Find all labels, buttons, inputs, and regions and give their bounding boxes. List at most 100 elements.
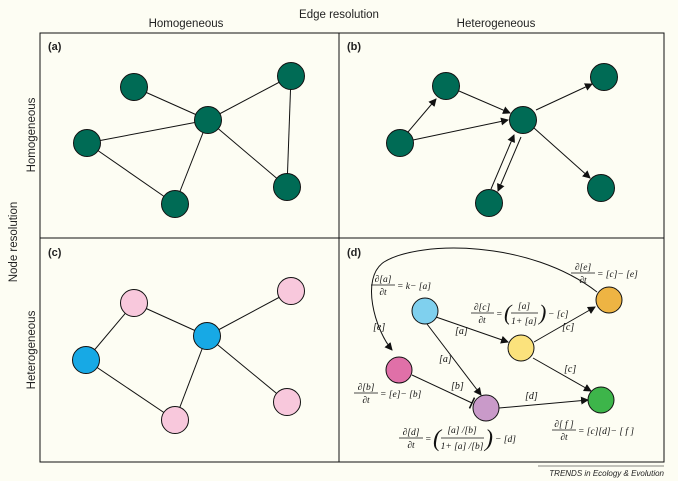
eq-b-numerator: ∂[b]	[358, 383, 375, 393]
eq-a-rhs: = k− [a]	[397, 282, 431, 292]
directed-edge	[535, 83, 593, 111]
node-c	[507, 334, 535, 362]
edge-label-e: [e]	[373, 322, 385, 333]
node	[587, 174, 615, 202]
edge-label-b: [b]	[451, 381, 464, 392]
eq-d-left-paren: (	[433, 426, 443, 452]
eq-d-inner-numerator: [a] /[b]	[447, 426, 477, 436]
edge	[174, 119, 209, 205]
eq-d-equals: =	[425, 435, 431, 445]
panel-label-a: (a)	[48, 41, 62, 53]
node-pink	[273, 388, 301, 416]
edge	[86, 142, 176, 205]
panel-label-b: (b)	[347, 41, 361, 53]
node-pink	[277, 277, 305, 305]
directed-edge-a-to-d	[426, 323, 482, 396]
directed-edge-d-to-f	[498, 396, 589, 409]
eq-c-rhs: − [c]	[548, 310, 569, 320]
panel-a-network	[86, 75, 292, 205]
eq-e-numerator: ∂[e]	[575, 263, 592, 273]
eq-d-right-paren: )	[483, 426, 493, 452]
eq-c-equals: =	[496, 310, 502, 320]
node	[73, 129, 101, 157]
eq-a-numerator: ∂[a]	[375, 275, 392, 285]
edge-label-c-e: [c]	[562, 322, 574, 333]
equation-a: ∂[a] ∂t = k− [a]	[371, 275, 431, 298]
eq-a-denominator: ∂t	[379, 288, 387, 298]
directed-edge	[412, 117, 509, 141]
edge	[286, 75, 292, 188]
edge	[207, 75, 292, 121]
directed-edge	[533, 127, 591, 179]
directed-edge	[407, 98, 437, 133]
node	[432, 72, 460, 100]
equation-e: ∂[e] ∂t = [c]− [e]	[571, 263, 638, 286]
node	[509, 106, 537, 134]
edge	[206, 335, 288, 403]
node	[475, 189, 503, 217]
directed-edge-e-to-b	[371, 247, 598, 351]
eq-c-numerator: ∂[c]	[474, 303, 491, 313]
node-blue	[193, 322, 221, 350]
equation-b: ∂[b] ∂t = [e]− [b]	[354, 383, 422, 406]
journal-credit: TRENDS in Ecology & Evolution	[549, 469, 664, 478]
edge-label-c-f: [c]	[564, 364, 576, 375]
edge-label-d: [d]	[525, 391, 538, 402]
eq-c-inner-denominator: 1+ [a]	[511, 317, 537, 327]
edge	[174, 335, 208, 421]
eq-e-rhs: = [c]− [e]	[597, 270, 638, 280]
edge	[206, 290, 292, 337]
edge	[86, 119, 209, 144]
panel-d-nodes	[385, 286, 623, 422]
panel-label-d: (d)	[347, 247, 361, 259]
node-b	[385, 356, 413, 384]
node-pink	[161, 406, 189, 434]
directed-edge	[490, 134, 515, 190]
node-e	[595, 286, 623, 314]
panel-b-nodes	[386, 63, 618, 217]
equation-d: ∂[d] ∂t = ( [a] /[b] 1+ [a] /[b] ) − [d]	[399, 426, 516, 452]
node-pink	[120, 289, 148, 317]
node	[194, 106, 222, 134]
panel-a-nodes	[73, 62, 305, 218]
panel-grid-frame	[39, 32, 665, 463]
eq-f-numerator: ∂[ f ]	[554, 419, 574, 430]
equation-c: ∂[c] ∂t = ( [a] 1+ [a] ) − [c]	[471, 300, 569, 327]
eq-d-inner-denominator: 1+ [a] /[b]	[441, 442, 484, 452]
eq-b-rhs: = [e]− [b]	[380, 390, 422, 400]
eq-f-denominator: ∂t	[560, 433, 568, 443]
equation-f: ∂[ f ] ∂t = [c][d]− [ f ]	[552, 419, 634, 443]
row-header-homogeneous: Homogeneous	[26, 97, 38, 172]
node	[590, 63, 618, 91]
row-header-heterogeneous: Heterogeneous	[26, 310, 38, 389]
eq-d-numerator: ∂[d]	[403, 428, 420, 438]
inhibitory-edge-b-to-d	[411, 374, 476, 409]
panel-label-c: (c)	[48, 247, 62, 259]
panel-c-nodes	[72, 277, 305, 434]
edge	[85, 359, 176, 421]
eq-d-denominator: ∂t	[407, 441, 415, 451]
node-d	[472, 394, 500, 422]
node-blue	[72, 346, 100, 374]
directed-edge-a-to-c	[435, 316, 509, 344]
node-f	[587, 386, 615, 414]
directed-edge	[458, 90, 511, 114]
panel-c-network	[85, 290, 292, 421]
edge-label-a-d: [a]	[439, 354, 452, 365]
directed-edge-c-to-e	[533, 306, 596, 343]
column-header-homogeneous: Homogeneous	[149, 18, 224, 30]
directed-edge-c-to-f	[532, 357, 592, 392]
eq-c-inner-numerator: [a]	[518, 302, 530, 312]
node	[277, 62, 305, 90]
node	[161, 190, 189, 218]
panel-d-edge-labels: [e] [a] [a] [b] [c] [c] [d]	[373, 322, 576, 402]
node-a	[411, 297, 439, 325]
eq-f-rhs: = [c][d]− [ f ]	[578, 426, 634, 437]
directed-edge	[497, 136, 522, 192]
panel-b-network	[407, 83, 593, 192]
node-resolution-title: Node resolution	[8, 202, 20, 283]
edge-resolution-title: Edge resolution	[299, 9, 379, 21]
node	[120, 73, 148, 101]
edge-label-a-c: [a]	[455, 326, 468, 337]
